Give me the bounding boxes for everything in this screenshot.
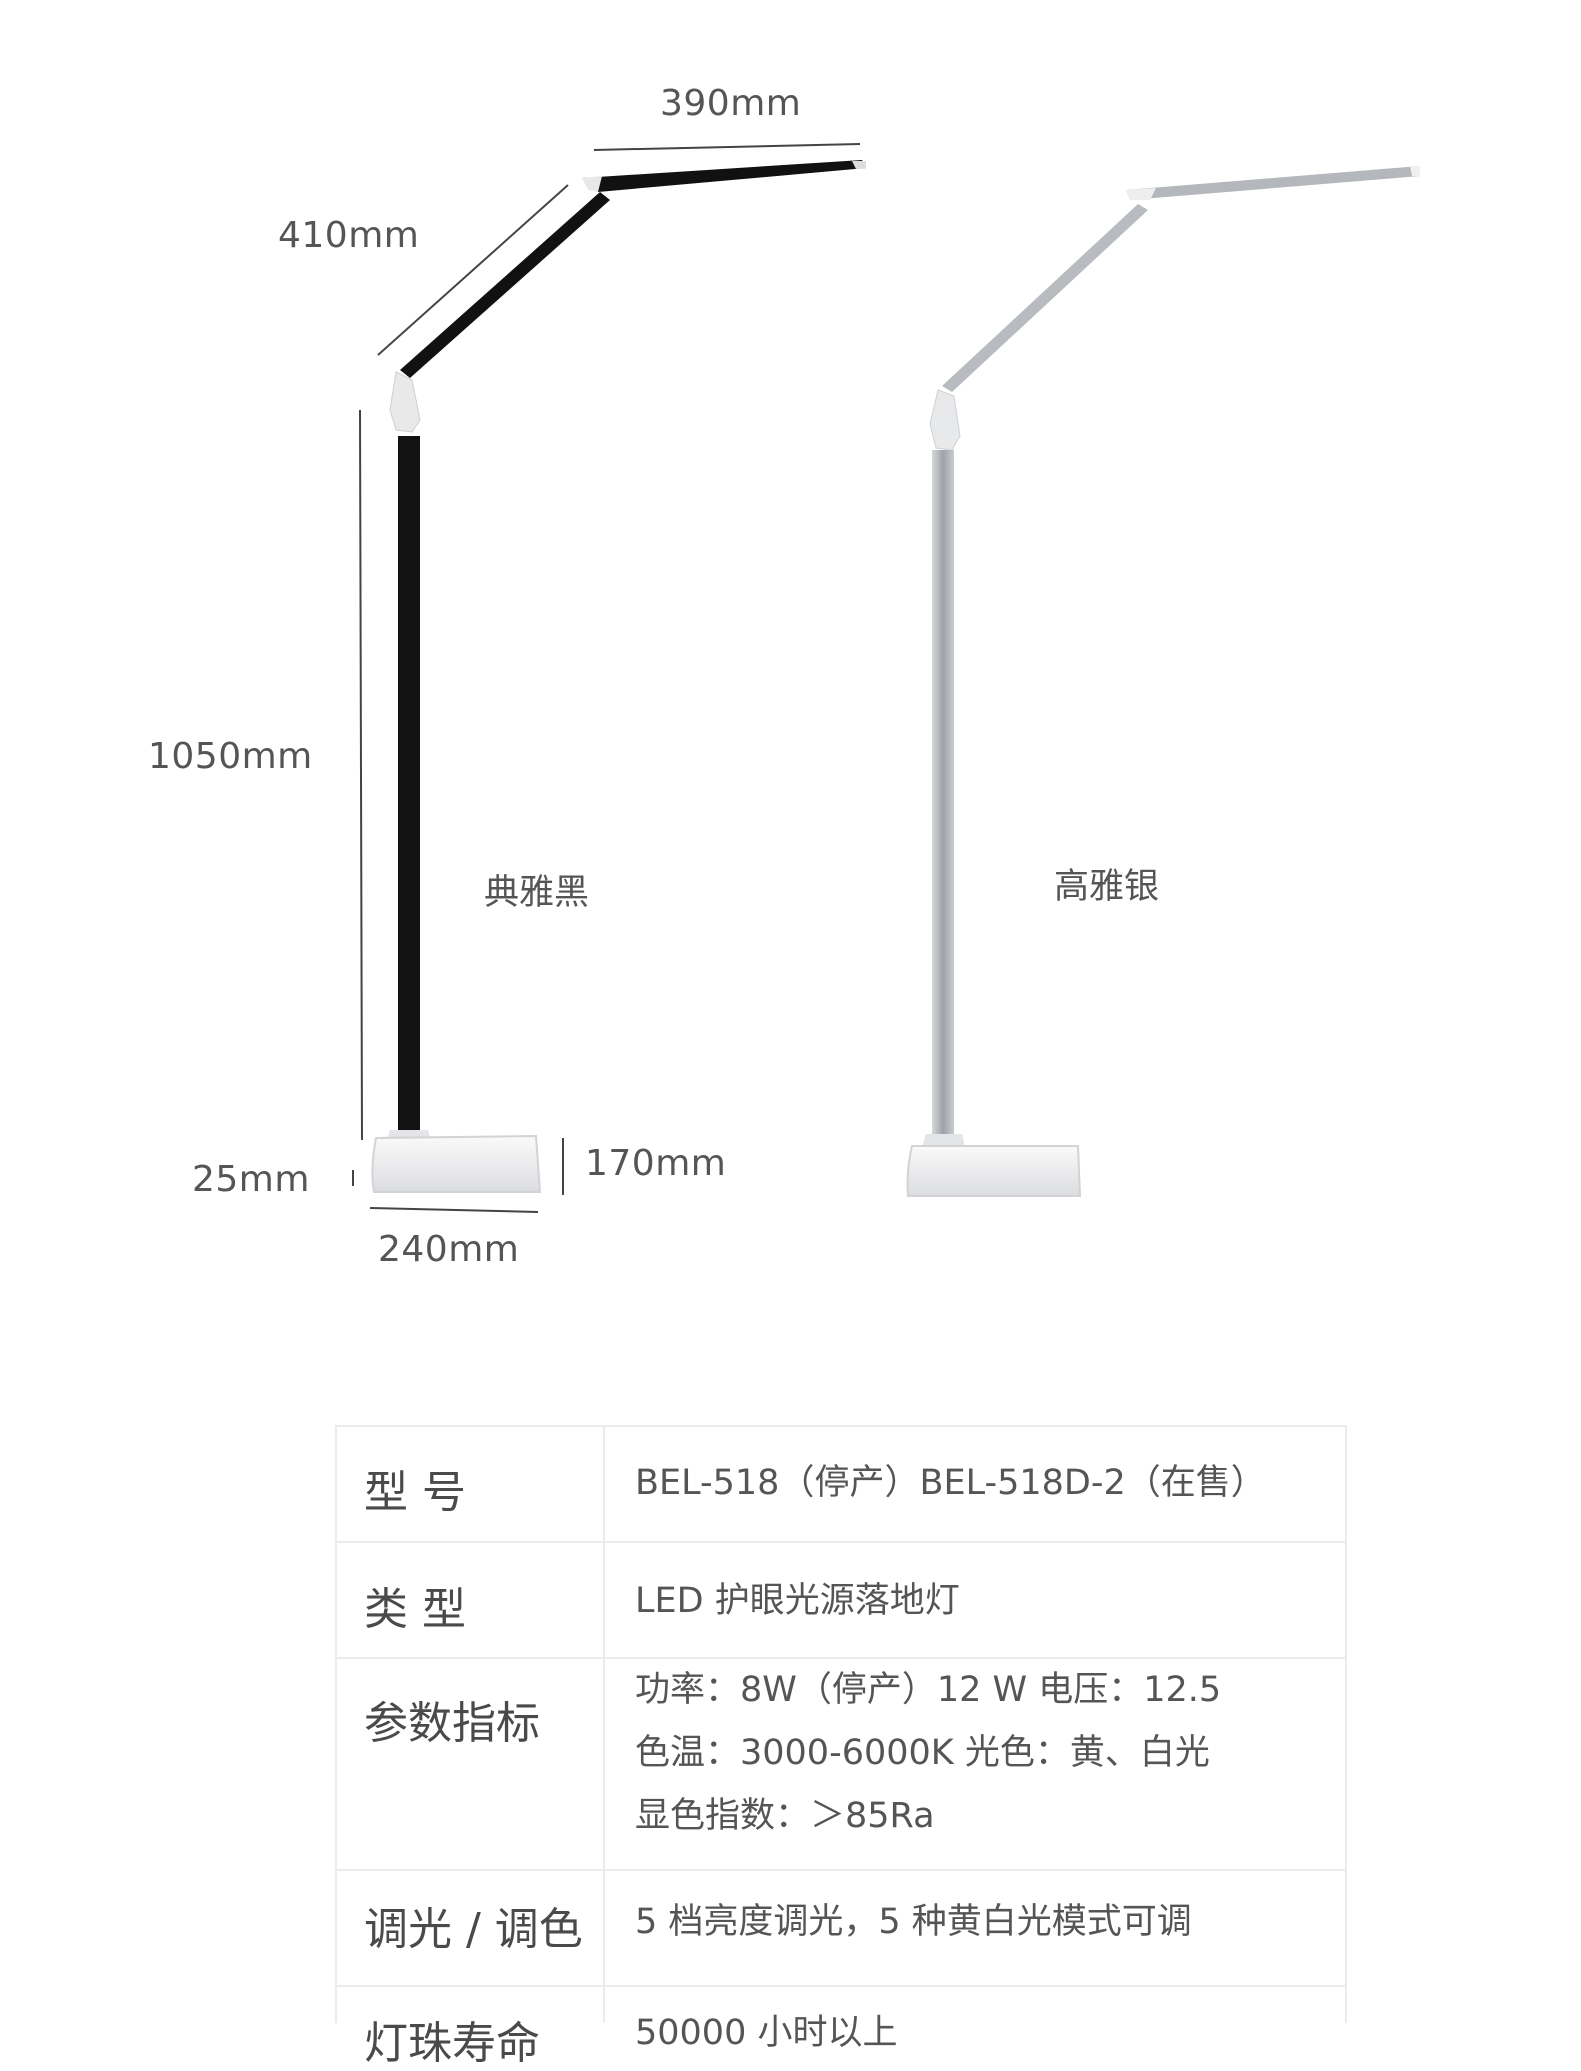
head-width-label: 390mm: [660, 83, 802, 124]
product-spec-page: 390mm 410mm 1050mm 25mm 170mm 240mm 典雅黑 …: [148, 83, 1420, 2069]
black-lamp-head: [582, 160, 866, 192]
spec-value-type: LED 护眼光源落地灯: [635, 1581, 960, 1621]
spec-key-type: 类 型: [364, 1584, 466, 1635]
pole-height-dimension-line: [359, 409, 363, 1141]
spec-value-parameters-line-1: 功率：8W（停产）12 W 电压：12.5: [635, 1670, 1222, 1710]
base-width-dimension-line: [369, 1207, 539, 1213]
base-width-label: 240mm: [378, 1229, 520, 1270]
silver-lamp-arm: [942, 204, 1148, 392]
head-width-dimension-line: [593, 143, 861, 151]
spec-row-parameters: 参数指标 功率：8W（停产）12 W 电压：12.5 色温：3000-6000K…: [337, 1657, 1345, 1871]
silver-lamp-head: [1126, 166, 1420, 200]
spec-row-dimming: 调光 / 调色 5 档亮度调光，5 种黄白光模式可调: [337, 1869, 1345, 1987]
spec-value-parameters-line-3: 显色指数：＞85Ra: [635, 1796, 935, 1836]
spec-key-model: 型 号: [364, 1467, 466, 1518]
silver-variant-label: 高雅银: [1054, 867, 1160, 907]
black-lamp-pole: [398, 436, 420, 1136]
black-lamp-base: [371, 1134, 542, 1193]
lamp-diagram: [352, 143, 1420, 1213]
arm-length-label: 410mm: [278, 215, 420, 256]
arm-length-dimension-line: [377, 184, 569, 356]
black-lamp-arm: [400, 192, 610, 378]
spec-value-parameters-line-2: 色温：3000-6000K 光色：黄、白光: [635, 1733, 1210, 1773]
spec-table: 型 号 BEL-518（停产）BEL-518D-2（在售） 类 型 LED 护眼…: [335, 1425, 1347, 2069]
spec-key-dimming: 调光 / 调色: [364, 1904, 583, 1955]
silver-lamp-pole: [932, 450, 954, 1140]
spec-row-model: 型 号 BEL-518（停产）BEL-518D-2（在售）: [337, 1425, 1345, 1543]
base-depth-label: 170mm: [585, 1143, 727, 1184]
spec-row-lifespan: 灯珠寿命 50000 小时以上: [337, 1985, 1345, 2069]
black-lamp: [371, 160, 866, 1193]
spec-row-type: 类 型 LED 护眼光源落地灯: [337, 1541, 1345, 1659]
spec-value-lifespan: 50000 小时以上: [635, 2013, 898, 2053]
pole-height-label: 1050mm: [148, 736, 313, 777]
spec-key-parameters: 参数指标: [364, 1698, 540, 1749]
spec-value-dimming: 5 档亮度调光，5 种黄白光模式可调: [635, 1902, 1192, 1942]
silver-lamp: [906, 166, 1420, 1197]
base-thickness-label: 25mm: [192, 1159, 310, 1200]
spec-value-model: BEL-518（停产）BEL-518D-2（在售）: [635, 1463, 1266, 1503]
black-variant-label: 典雅黑: [484, 873, 590, 913]
spec-key-lifespan: 灯珠寿命: [364, 2018, 540, 2069]
silver-lamp-base: [906, 1145, 1082, 1197]
spec-table-column-divider: [603, 1425, 605, 2023]
